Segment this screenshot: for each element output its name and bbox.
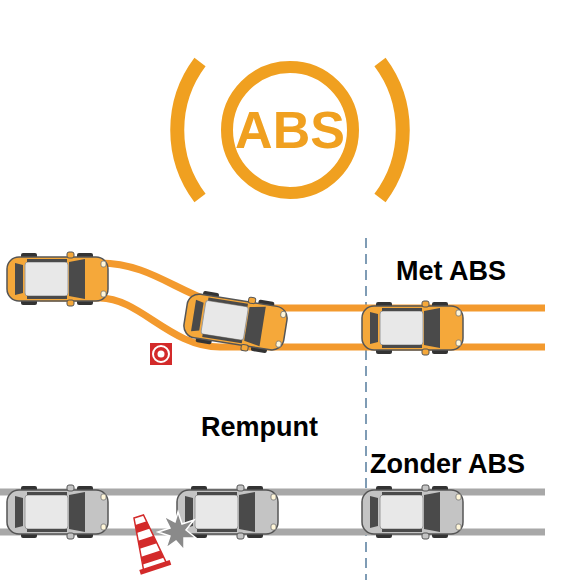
abs-warning-icon: ABS xyxy=(220,60,360,200)
lane-label: Zonder ABS xyxy=(367,449,528,480)
car-orange xyxy=(181,288,289,357)
signal-arc xyxy=(380,62,403,198)
icon-text: ABS xyxy=(235,104,345,156)
car-grey xyxy=(177,485,278,539)
wheel-track xyxy=(40,298,545,347)
car-grey xyxy=(7,485,108,539)
car-orange xyxy=(7,252,108,306)
lane-label: Rempunt xyxy=(198,412,321,443)
car-grey xyxy=(362,485,463,539)
traffic-cone xyxy=(124,512,172,575)
car-orange xyxy=(362,301,463,355)
icon-ring-circle xyxy=(227,67,353,193)
obstacle-target xyxy=(150,343,172,365)
signal-arc xyxy=(177,62,200,198)
collision-star xyxy=(158,512,196,550)
lane-label: Met ABS xyxy=(393,256,509,287)
